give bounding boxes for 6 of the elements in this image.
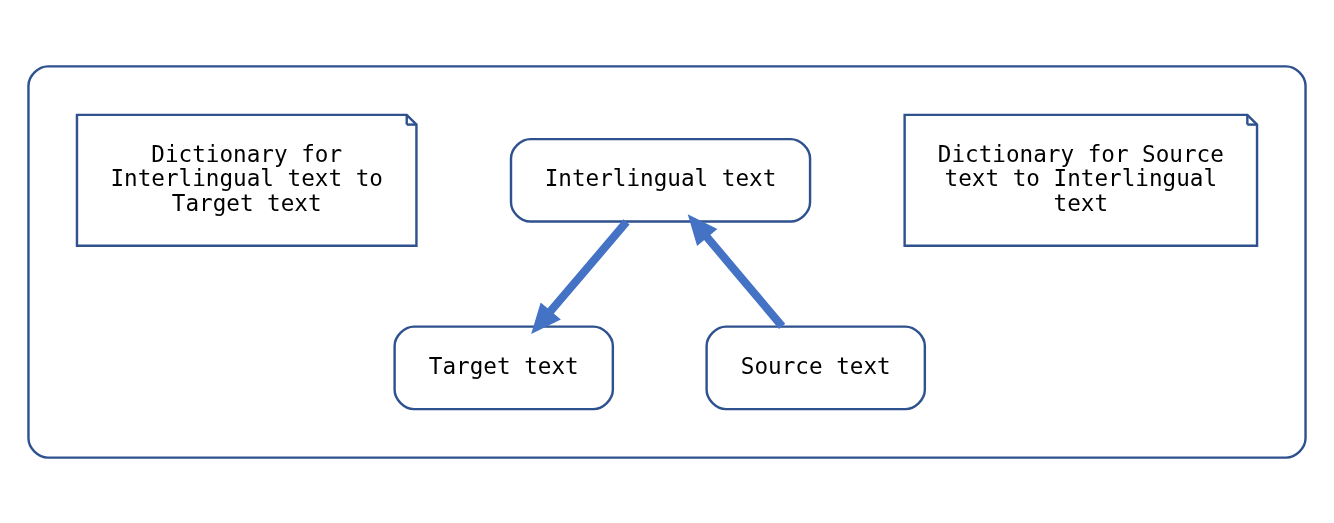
cluster [27, 64, 1307, 459]
arrow [687, 213, 786, 329]
node-box: Target text [393, 324, 615, 410]
arrow [531, 218, 630, 334]
node-box: Interlingual text [509, 137, 812, 223]
node-box: Source text [705, 324, 927, 410]
